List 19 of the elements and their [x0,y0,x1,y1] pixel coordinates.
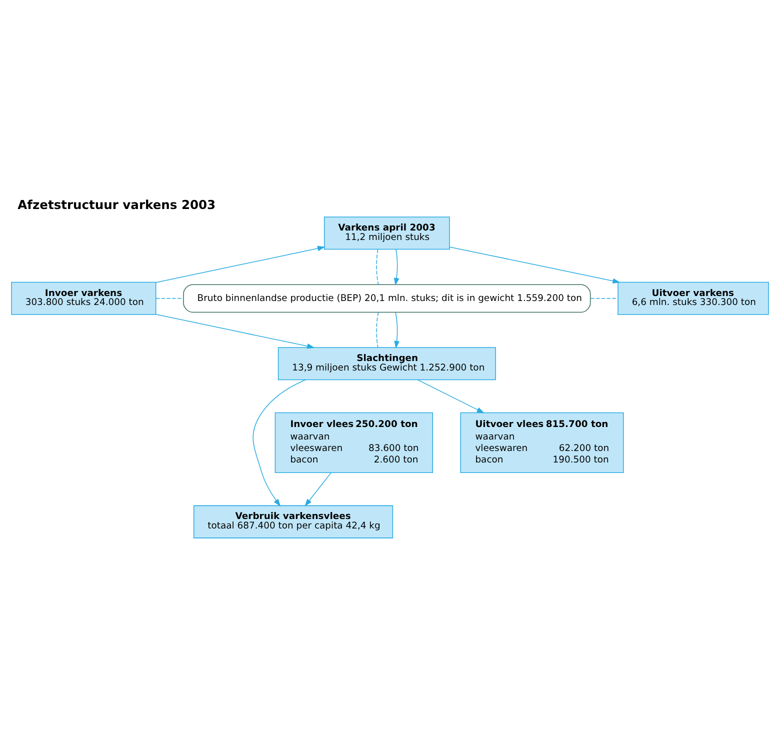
node-box: Verbruik varkensvlees totaal 687.400 ton per capita 42,4 kg [193,504,394,538]
arrow [449,246,620,284]
node-box: Invoer varkens 303.800 stuks 24.000 ton [11,281,156,314]
connector [376,312,379,348]
arrow [394,312,400,348]
connector [376,248,379,284]
node-box: Varkens april 2003 11,2 miljoen stuks [324,216,450,250]
diagram-title: Afzetstructuur varkens 2003 [18,198,216,212]
node-box: Bruto binnenlandse productie (BEP) 20,1 mln. stuks; dit is in gewicht 1.559.200 ton [183,284,591,312]
arrow [394,248,400,286]
arrow [418,379,484,413]
arrow [252,378,306,506]
node-box: Invoer vlees 250.200 ton waarvan vleeswaren 83.600 ton bacon 2.600 ton [274,412,433,473]
node-box: Slachtingen 13,9 miljoen stuks Gewicht 1.252.900 ton [278,346,496,380]
arrow [156,313,315,348]
node-box: Uitvoer varkens 6,6 mln. stuks 330.300 ton [618,281,769,314]
arrow [304,472,332,506]
node-box: Uitvoer vlees 815.700 ton waarvan vleeswaren 62.200 ton bacon 190.500 ton [460,412,624,473]
arrow [156,245,326,282]
